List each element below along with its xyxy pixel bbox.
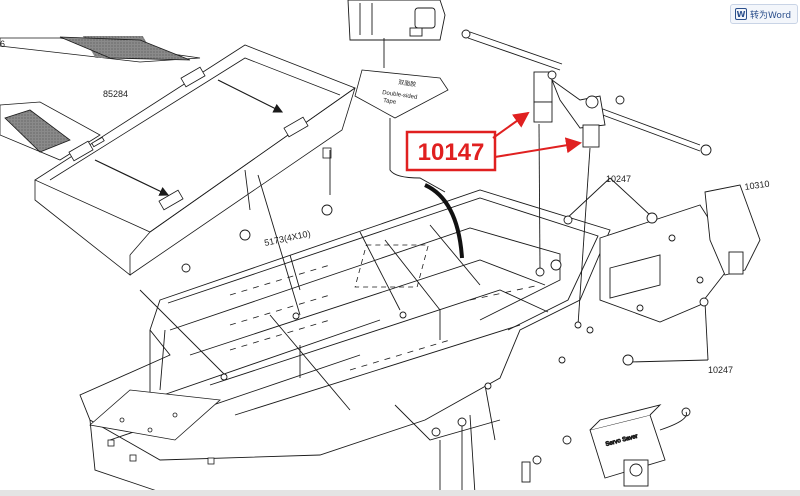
dashed-guides xyxy=(229,244,541,371)
part-number-6-partial: 6 xyxy=(0,39,5,49)
double-sided-tape: 双面胶 Double-sided Tape xyxy=(354,69,449,119)
word-icon: W xyxy=(735,8,747,20)
callout-10147-text: 10147 xyxy=(418,139,485,166)
left-frame-plate xyxy=(89,389,221,465)
steering-servo: Servo Saver xyxy=(521,404,687,487)
convert-to-word-button[interactable]: W 转为Word xyxy=(730,4,798,24)
electronics-box xyxy=(347,0,446,41)
battery-tray-box xyxy=(34,44,356,276)
battery-strap xyxy=(0,36,201,161)
bottom-strip xyxy=(0,490,800,496)
steering-linkage xyxy=(461,29,712,156)
screws xyxy=(181,204,709,465)
part-number-85284: 85284 xyxy=(103,89,128,99)
callout-10147: 10147 xyxy=(405,111,582,172)
assembly-arrows xyxy=(94,79,284,196)
chassis-plate xyxy=(79,189,611,493)
part-number-10310: 10310 xyxy=(744,179,770,192)
tape-label-line1: Double-sided xyxy=(382,90,418,101)
part-number-10247-top: 10247 xyxy=(606,174,631,184)
tape-chinese-label: 双面胶 xyxy=(398,78,417,88)
convert-to-word-label: 转为Word xyxy=(750,10,792,21)
part-number-5173: 5173(4X10) xyxy=(263,228,311,248)
part-number-10247-bottom: 10247 xyxy=(708,365,733,375)
leader-lines xyxy=(139,38,709,495)
rear-mount-plate xyxy=(599,184,761,323)
tape-label-line2: Tape xyxy=(383,98,397,106)
antenna-wire xyxy=(424,183,464,259)
